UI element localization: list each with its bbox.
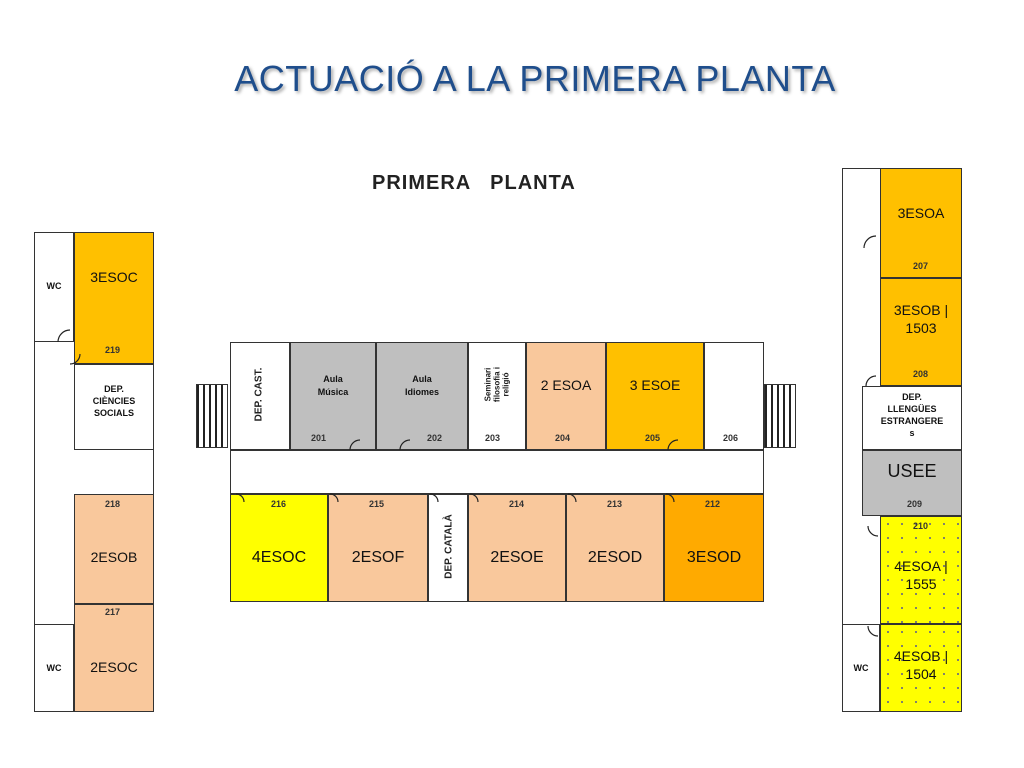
door-arc: [469, 493, 479, 503]
room-208: 3ESOB | 1503 208: [880, 278, 962, 386]
room-201-number: 201: [311, 433, 327, 443]
room-202: Aula Idiomes 202: [376, 342, 468, 450]
room-218-name: 2ESOB: [90, 549, 138, 565]
dep-castella: DEP. CAST.: [230, 342, 290, 450]
room-209-name: USEE: [887, 461, 937, 481]
room-216: 216 4ESOC: [230, 494, 328, 602]
room-205-name: 3 ESOE: [629, 377, 681, 393]
door-arc: [69, 353, 81, 365]
room-211-name: 4ESOB | 1504: [893, 648, 949, 682]
dep-catala: DEP. CATALÀ: [428, 494, 468, 602]
room-214-name: 2ESOE: [490, 549, 544, 566]
door-arc: [567, 493, 577, 503]
room-208-name: 3ESOB | 1503: [893, 302, 949, 336]
room-217-number: 217: [105, 607, 121, 617]
room-210-number: 210: [913, 521, 929, 531]
room-216-name: 4ESOC: [251, 549, 307, 566]
door-arc: [863, 235, 877, 249]
room-207-name: 3ESOA: [897, 205, 945, 221]
room-215-name: 2ESOF: [351, 549, 405, 566]
room-214-number: 214: [509, 499, 525, 509]
room-217-name: 2ESOC: [90, 659, 138, 675]
dep-ciencies-socials: DEP. CIÈNCIES SOCIALS: [74, 364, 154, 450]
room-213-name: 2ESOD: [587, 549, 643, 566]
room-216-number: 216: [271, 499, 287, 509]
room-212: 212 3ESOD: [664, 494, 764, 602]
room-204: 2 ESOA 204: [526, 342, 606, 450]
room-210: 4ESOA | 1555 210: [880, 516, 962, 624]
plan-title: PRIMERA PLANTA: [372, 172, 576, 194]
room-204-name: 2 ESOA: [540, 377, 592, 393]
dep-llengues-estrangeres: DEP. LLENGÜES ESTRANGERE s: [862, 386, 962, 450]
room-208-number: 208: [913, 369, 929, 379]
room-219-number: 219: [105, 345, 121, 355]
room-218-number: 218: [105, 499, 121, 509]
door-arc: [867, 625, 879, 637]
room-201: Aula Música 201: [290, 342, 376, 450]
room-204-number: 204: [555, 433, 571, 443]
right-stairs: [764, 384, 796, 448]
room-205: 3 ESOE 205: [606, 342, 704, 450]
room-215: 215 2ESOF: [328, 494, 428, 602]
door-arc: [667, 439, 679, 451]
room-213-number: 213: [607, 499, 623, 509]
door-arc: [399, 439, 411, 451]
room-215-number: 215: [369, 499, 385, 509]
door-arc: [57, 329, 71, 343]
room-202-name: Aula Idiomes: [404, 374, 439, 397]
room-211: 4ESOB | 1504: [880, 624, 962, 712]
wc-top-left-label: WC: [46, 281, 62, 291]
room-206: 206: [704, 342, 764, 450]
door-arc: [235, 493, 245, 503]
room-202-number: 202: [427, 433, 443, 443]
central-corridor: [230, 450, 764, 494]
room-203-number: 203: [485, 433, 501, 443]
wc-top-left: WC: [34, 232, 74, 342]
door-arc: [429, 493, 439, 503]
room-213: 213 2ESOD: [566, 494, 664, 602]
room-214: 214 2ESOE: [468, 494, 566, 602]
room-206-number: 206: [723, 433, 739, 443]
door-arc: [329, 493, 339, 503]
room-209: USEE 209: [862, 450, 962, 516]
room-207: 3ESOA 207: [880, 168, 962, 278]
room-205-number: 205: [645, 433, 661, 443]
left-stairs: [196, 384, 228, 448]
room-207-number: 207: [913, 261, 929, 271]
room-212-number: 212: [705, 499, 721, 509]
room-209-number: 209: [907, 499, 923, 509]
room-219-name: 3ESOC: [90, 269, 138, 285]
door-arc: [867, 525, 879, 537]
wc-bottom-left: WC: [34, 624, 74, 712]
room-210-name: 4ESOA | 1555: [894, 558, 948, 592]
door-arc: [349, 439, 361, 451]
room-212-name: 3ESOD: [686, 549, 742, 566]
wc-bottom-left-label: WC: [46, 663, 62, 673]
dep-ciencies-label: DEP. CIÈNCIES SOCIALS: [92, 384, 136, 418]
room-219: 3ESOC 219: [74, 232, 154, 364]
wc-right: WC: [842, 624, 880, 712]
door-arc: [665, 493, 675, 503]
slide-title: ACTUACIÓ A LA PRIMERA PLANTA: [234, 58, 836, 99]
dep-llengues-label: DEP. LLENGÜES ESTRANGERE s: [880, 392, 944, 438]
room-218: 218 2ESOB: [74, 494, 154, 604]
room-203: Seminari filosofia i religió 203: [468, 342, 526, 450]
wc-right-label: WC: [853, 663, 869, 673]
room-201-name: Aula Música: [317, 374, 349, 397]
room-217: 217 2ESOC: [74, 604, 154, 712]
door-arc: [865, 375, 877, 387]
